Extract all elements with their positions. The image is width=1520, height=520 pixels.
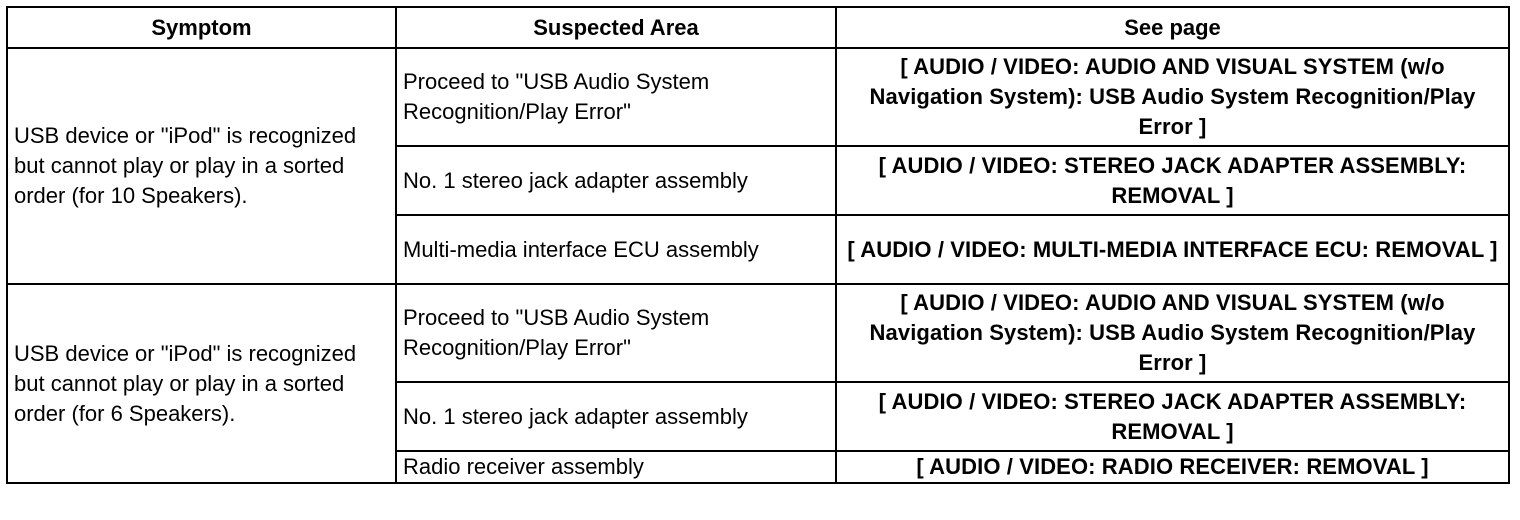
- diagnostic-table: Symptom Suspected Area See page USB devi…: [6, 6, 1510, 484]
- table-row: Radio receiver assembly [ AUDIO / VIDEO:…: [7, 450, 1510, 484]
- see-page-link[interactable]: [ AUDIO / VIDEO: AUDIO AND VISUAL SYSTEM…: [869, 54, 1476, 139]
- suspected-area-cell: No. 1 stereo jack adapter assembly: [395, 381, 837, 452]
- see-page-cell: [ AUDIO / VIDEO: RADIO RECEIVER: REMOVAL…: [835, 450, 1510, 484]
- table-row: Multi-media interface ECU assembly [ AUD…: [7, 214, 1510, 285]
- header-suspected-area: Suspected Area: [395, 6, 837, 49]
- table-header-row: Symptom Suspected Area See page: [6, 6, 1510, 49]
- table-row: No. 1 stereo jack adapter assembly [ AUD…: [7, 145, 1510, 216]
- table-row: USB device or "iPod" is recognized but c…: [6, 47, 1510, 285]
- see-page-link[interactable]: [ AUDIO / VIDEO: STEREO JACK ADAPTER ASS…: [878, 152, 1467, 208]
- see-page-cell: [ AUDIO / VIDEO: STEREO JACK ADAPTER ASS…: [835, 145, 1510, 216]
- see-page-link[interactable]: [ AUDIO / VIDEO: MULTI-MEDIA INTERFACE E…: [847, 236, 1498, 262]
- see-page-link[interactable]: [ AUDIO / VIDEO: AUDIO AND VISUAL SYSTEM…: [869, 290, 1476, 375]
- suspected-area-cell: Proceed to "USB Audio System Recognition…: [395, 47, 837, 147]
- see-page-link[interactable]: [ AUDIO / VIDEO: STEREO JACK ADAPTER ASS…: [878, 388, 1467, 444]
- suspected-area-cell: Multi-media interface ECU assembly: [395, 214, 837, 285]
- table-row: USB device or "iPod" is recognized but c…: [6, 283, 1510, 484]
- suspected-area-cell: Proceed to "USB Audio System Recognition…: [395, 283, 837, 383]
- suspected-area-cell: Radio receiver assembly: [395, 450, 837, 484]
- header-see-page: See page: [835, 6, 1510, 49]
- header-symptom: Symptom: [6, 6, 397, 49]
- see-page-link[interactable]: [ AUDIO / VIDEO: RADIO RECEIVER: REMOVAL…: [916, 454, 1429, 479]
- see-page-cell: [ AUDIO / VIDEO: MULTI-MEDIA INTERFACE E…: [835, 214, 1510, 285]
- symptom-cell: USB device or "iPod" is recognized but c…: [6, 47, 397, 285]
- see-page-cell: [ AUDIO / VIDEO: AUDIO AND VISUAL SYSTEM…: [835, 47, 1510, 147]
- suspected-area-cell: No. 1 stereo jack adapter assembly: [395, 145, 837, 216]
- diagnostic-table-container: Symptom Suspected Area See page USB devi…: [6, 6, 1510, 484]
- see-page-cell: [ AUDIO / VIDEO: AUDIO AND VISUAL SYSTEM…: [835, 283, 1510, 383]
- table-row: No. 1 stereo jack adapter assembly [ AUD…: [7, 381, 1510, 452]
- see-page-cell: [ AUDIO / VIDEO: STEREO JACK ADAPTER ASS…: [835, 381, 1510, 452]
- symptom-cell: USB device or "iPod" is recognized but c…: [6, 283, 397, 484]
